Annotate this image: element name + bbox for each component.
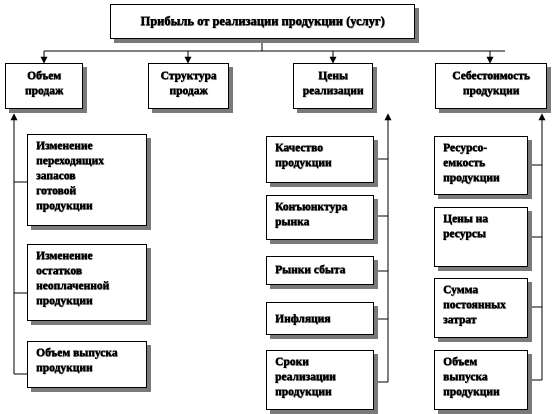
header-sales-volume: Объем продаж xyxy=(5,63,83,109)
profit-box: Прибыль от реализации продукции (услуг) xyxy=(110,4,415,39)
factor-resource-prices: Цены на ресурсы xyxy=(434,207,528,267)
header-cost: Себестоимость продукции xyxy=(435,63,547,109)
factor-resource-intensity: Ресурсо- емкость продукции xyxy=(434,136,528,195)
factor-sales-terms: Сроки реализации продукции xyxy=(266,350,374,410)
factor-fixed-costs: Сумма постоянных затрат xyxy=(434,278,528,338)
factor-product-quality: Качество продукции xyxy=(266,136,374,183)
factor-output-volume: Объем выпуска продукции xyxy=(27,341,147,388)
header-sales-prices: Цены реализации xyxy=(293,63,373,109)
factor-finished-goods-stock: Изменение переходящих запасов готовой пр… xyxy=(27,134,147,226)
factor-market-conditions: Конъюнктура рынка xyxy=(266,195,374,240)
factor-unpaid-balance: Изменение остатков неоплаченной продукци… xyxy=(27,244,147,321)
factor-production-volume: Объем выпуска продукции xyxy=(434,350,528,410)
factor-inflation: Инфляция xyxy=(266,302,374,335)
factor-sales-markets: Рынки сбыта xyxy=(266,256,374,285)
header-sales-structure: Структура продаж xyxy=(148,63,229,109)
